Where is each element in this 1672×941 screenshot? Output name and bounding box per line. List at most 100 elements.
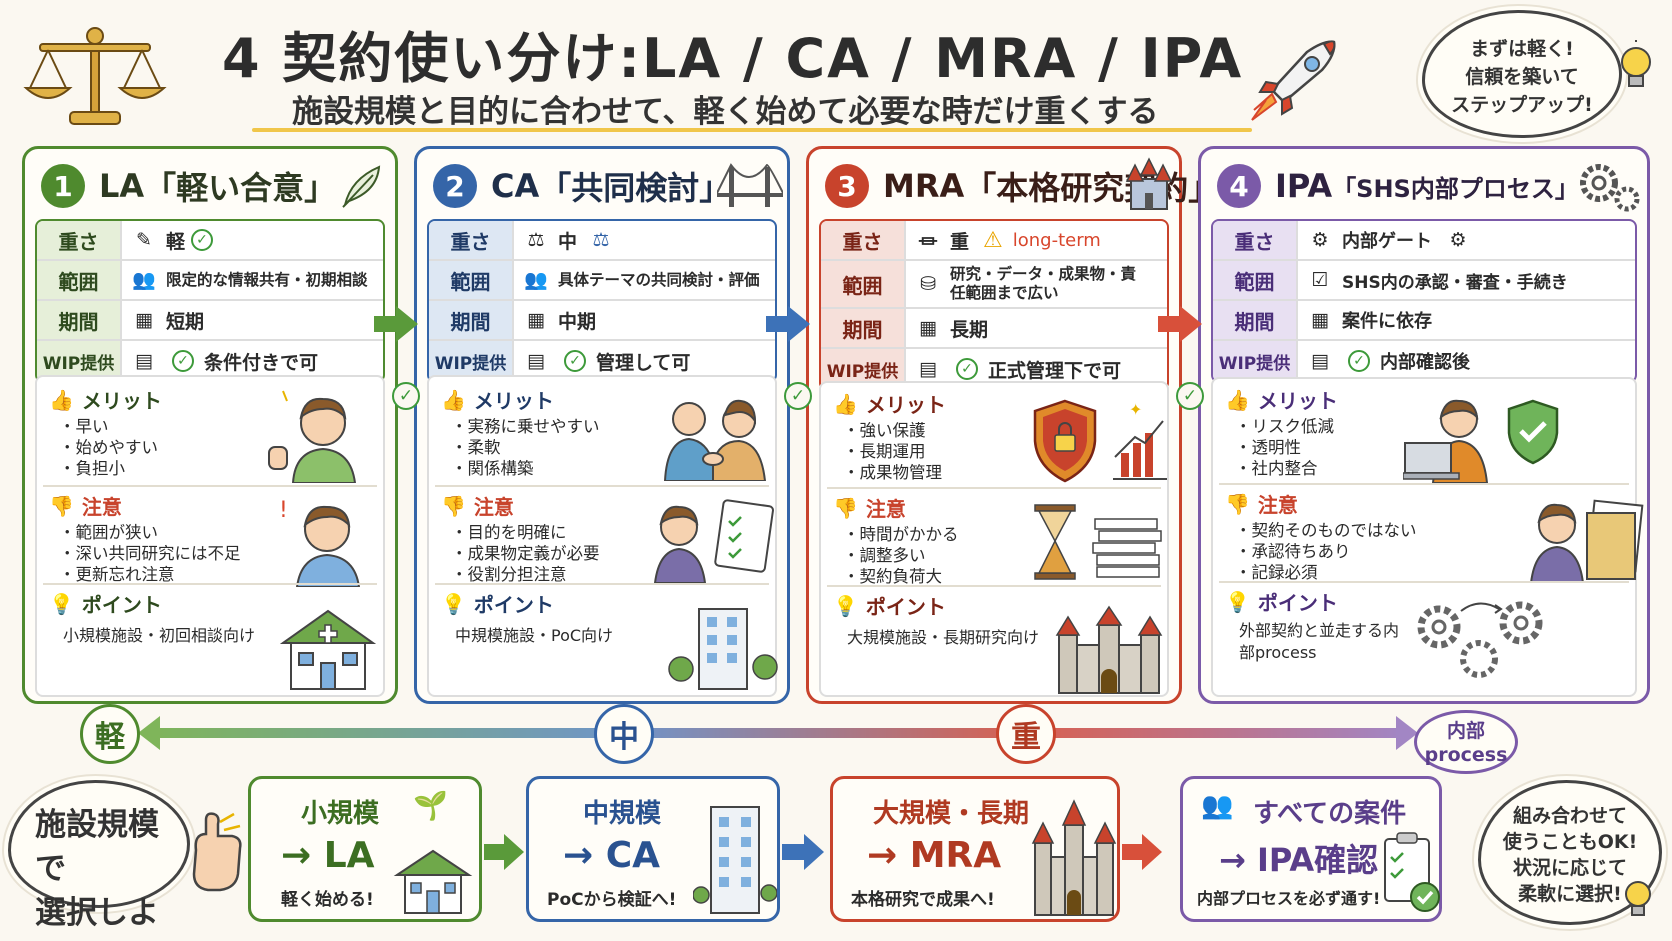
weight-note: long-term bbox=[1012, 229, 1101, 251]
bottom-box-heading: 中規模 bbox=[583, 799, 662, 829]
process-gears-icon bbox=[1417, 601, 1543, 678]
thumbs-up-icon: 👍 bbox=[49, 387, 74, 412]
caution-item: 役割分担注意 bbox=[468, 564, 775, 585]
svg-text:!: ! bbox=[279, 498, 288, 523]
caution-item: 目的を明確に bbox=[468, 522, 775, 543]
svg-text:✦: ✦ bbox=[1129, 400, 1142, 419]
feather-icon: ✎ bbox=[136, 229, 152, 251]
spec-key: 重さ bbox=[37, 221, 122, 259]
point-section: 💡ポイント 中規模施設・PoC向け bbox=[429, 589, 775, 646]
spec-value: ▤✓正式管理下で可 bbox=[906, 349, 1167, 389]
check-icon: ✓ bbox=[564, 350, 586, 372]
merit-section: 👍メリット 早い 始めやすい 負担小 bbox=[37, 385, 383, 479]
bottom-box-main: → MRA bbox=[867, 835, 1002, 876]
spec-value: ⏛重⚠long-term bbox=[906, 221, 1167, 259]
caution-label: 注意 bbox=[81, 495, 122, 519]
document-icon: ▤ bbox=[1311, 350, 1329, 372]
card-header: 3 MRA 「本格研究契約」 bbox=[825, 163, 1220, 209]
wip-value: 内部確認後 bbox=[1380, 352, 1470, 373]
caution-item: 範囲が狭い bbox=[76, 522, 383, 543]
card-number: 2 bbox=[433, 164, 477, 208]
merit-section: 👍メリット 強い保護 長期運用 成果物管理 bbox=[821, 389, 1167, 483]
spec-row-weight: 重さ ⚖中⚖ bbox=[429, 221, 775, 261]
card-subtitle: 「SHS内部プロセス」 bbox=[1332, 174, 1579, 203]
spec-table: 重さ ⚙内部ゲート⚙ 範囲 ☑SHS内の承認・審査・手続き 期間 ▦案件に依存 … bbox=[1211, 219, 1637, 383]
person-files-icon bbox=[1529, 499, 1644, 583]
spec-key: 期間 bbox=[1213, 301, 1298, 339]
card-ipa: 4 IPA 「SHS内部プロセス」 重さ ⚙内部ゲート⚙ 範囲 ☑SHS内の承認… bbox=[1198, 146, 1650, 704]
merit-item: 柔軟 bbox=[468, 437, 775, 458]
merit-item: 関係構築 bbox=[468, 458, 775, 479]
cloud-top-line: まずは軽く! bbox=[1470, 38, 1574, 60]
lightbulb-icon bbox=[1625, 881, 1651, 916]
caution-label: 注意 bbox=[865, 497, 906, 521]
document-icon: ▤ bbox=[527, 350, 545, 372]
card-title: IPA bbox=[1275, 167, 1333, 205]
check-icon: ✓ bbox=[956, 358, 978, 380]
bottom-arrow-3-head bbox=[1142, 834, 1162, 870]
bottom-box-sub: 軽く始める! bbox=[281, 890, 374, 910]
card-number: 4 bbox=[1217, 164, 1261, 208]
spec-row-scope: 範囲 ⛁研究・データ・成果物・責任範囲まで広い bbox=[821, 261, 1167, 309]
lightbulb-icon: 💡 bbox=[441, 591, 466, 616]
bottom-arrow-3 bbox=[1122, 844, 1144, 860]
detail-box: 👍メリット 早い 始めやすい 負担小 👎注意 範囲が狭い 深い共同研究には不足 … bbox=[35, 375, 385, 697]
calendar-icon: ▦ bbox=[919, 317, 937, 339]
scope-value: SHS内の承認・審査・手続き bbox=[1342, 272, 1568, 293]
spec-value: 👥具体テーマの共同検討・評価 bbox=[514, 261, 775, 299]
bridge-icon bbox=[717, 163, 783, 207]
spec-value: ✎ 軽✓ bbox=[122, 221, 383, 259]
period-value: 中期 bbox=[558, 310, 597, 333]
lightbulb-icon: 💡 bbox=[833, 593, 858, 618]
point-section: 💡ポイント 外部契約と並走する内部process bbox=[1213, 587, 1635, 664]
pointing-hand-icon bbox=[192, 812, 242, 892]
period-value: 案件に依存 bbox=[1342, 311, 1432, 332]
check-icon: ✓ bbox=[392, 382, 420, 410]
card-header: 4 IPA 「SHS内部プロセス」 bbox=[1217, 163, 1579, 209]
detail-box: 👍メリット 強い保護 長期運用 成果物管理 ✦ 👎注意 時間がかかる 調整多い … bbox=[819, 381, 1169, 697]
bottom-arrow-2 bbox=[782, 844, 806, 860]
spec-value: ⚖中⚖ bbox=[514, 221, 775, 259]
clinic-building-icon bbox=[279, 609, 377, 690]
flow-arrow-3-head bbox=[1180, 306, 1202, 342]
scales-icon: ⚖ bbox=[527, 229, 545, 251]
person-thumbs-up-icon bbox=[268, 390, 357, 483]
warning-icon: ⚠ bbox=[983, 227, 1003, 253]
thumbs-down-icon: 👎 bbox=[833, 495, 858, 520]
rocket-icon bbox=[1251, 40, 1336, 121]
document-icon: ▤ bbox=[135, 350, 153, 372]
spec-value: ☑ SHS内の承認・審査・手続き bbox=[1298, 261, 1635, 299]
divider bbox=[1219, 483, 1629, 485]
divider bbox=[1219, 581, 1629, 583]
caution-label: 注意 bbox=[1257, 493, 1298, 517]
spec-key: 重さ bbox=[429, 221, 514, 259]
spec-value: 👥限定的な情報共有・初期相談 bbox=[122, 261, 383, 299]
card-header: 2 CA 「共同検討」 bbox=[433, 163, 731, 209]
document-icon: ▤ bbox=[919, 358, 937, 380]
spec-row-scope: 範囲 👥限定的な情報共有・初期相談 bbox=[37, 261, 383, 301]
check-icon: ✓ bbox=[191, 229, 214, 251]
sprout-icon: 🌱 bbox=[413, 789, 448, 822]
divider bbox=[43, 485, 377, 487]
weight-value: 軽 bbox=[166, 230, 186, 253]
merit-item: 負担小 bbox=[76, 458, 383, 479]
scale-light-badge: 軽 bbox=[80, 704, 140, 764]
caution-heading: 👎注意 bbox=[1225, 489, 1635, 518]
cloud-note-top: まずは軽く! 信頼を築いて ステップアップ! bbox=[1422, 10, 1622, 138]
spec-key: WIP提供 bbox=[37, 341, 122, 381]
spec-key: 重さ bbox=[821, 221, 906, 259]
merit-label: メリット bbox=[473, 389, 554, 413]
spec-value: ▦短期 bbox=[122, 301, 383, 339]
feather-icon bbox=[342, 165, 381, 209]
checklist-icon: ☑ bbox=[1311, 269, 1329, 291]
person-clipboard-icon bbox=[653, 499, 774, 583]
shield-lock-icon: ✦ bbox=[1033, 399, 1167, 483]
scales-icon: ⚖ bbox=[592, 229, 610, 251]
gear-icon: ⚙ bbox=[1311, 229, 1329, 251]
merit-item: 透明性 bbox=[1252, 437, 1635, 458]
scale-heavy-badge: 重 bbox=[996, 704, 1056, 764]
check-icon: ✓ bbox=[172, 350, 194, 372]
spec-table: 重さ ⚖中⚖ 範囲 👥具体テーマの共同検討・評価 期間 ▦中期 WIP提供 ▤✓… bbox=[427, 219, 777, 383]
hourglass-papers-icon bbox=[1034, 504, 1162, 580]
gears-icon bbox=[1580, 164, 1640, 212]
